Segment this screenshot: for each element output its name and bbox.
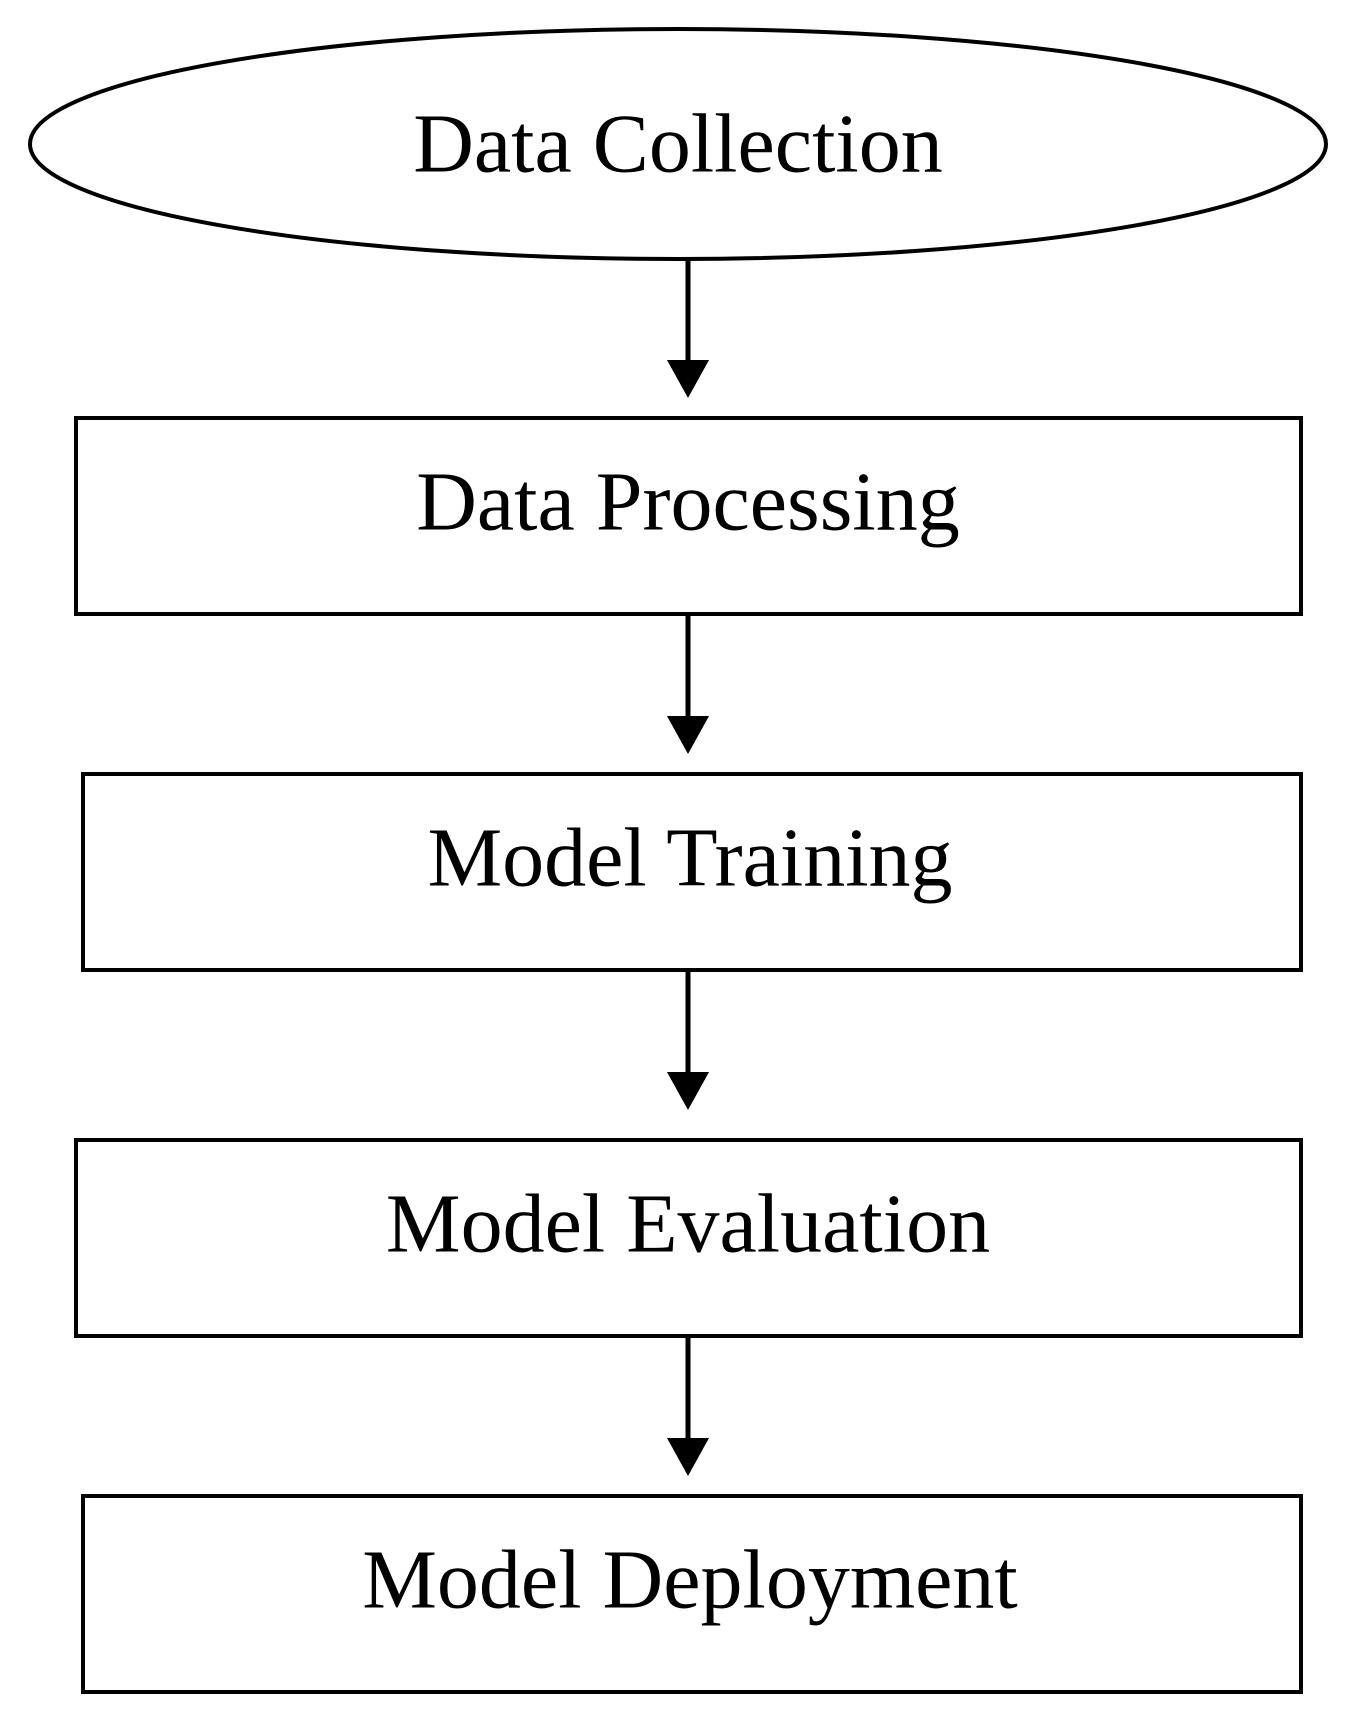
node-data-processing-label: Data Processing bbox=[416, 456, 960, 549]
edge-collection-to-processing bbox=[667, 260, 709, 398]
node-model-training-label: Model Training bbox=[427, 812, 952, 905]
arrowhead-down-icon bbox=[667, 360, 709, 398]
node-data-processing: Data Processing bbox=[74, 416, 1303, 616]
node-model-deployment-label: Model Deployment bbox=[362, 1534, 1018, 1627]
arrowhead-down-icon bbox=[667, 1438, 709, 1476]
node-model-deployment: Model Deployment bbox=[81, 1494, 1303, 1694]
arrowhead-down-icon bbox=[667, 1072, 709, 1110]
node-data-collection: Data Collection bbox=[28, 27, 1328, 261]
edge-processing-to-training bbox=[667, 614, 709, 754]
node-data-collection-label: Data Collection bbox=[413, 98, 943, 191]
node-model-evaluation: Model Evaluation bbox=[74, 1138, 1303, 1338]
node-model-evaluation-label: Model Evaluation bbox=[386, 1178, 990, 1271]
node-data-collection-shape bbox=[28, 27, 1328, 261]
node-model-training-shape bbox=[81, 772, 1303, 972]
edge-evaluation-to-deployment bbox=[667, 1336, 709, 1476]
node-model-training: Model Training bbox=[81, 772, 1303, 972]
arrowhead-down-icon bbox=[667, 716, 709, 754]
node-model-deployment-shape bbox=[81, 1494, 1303, 1694]
edge-training-to-evaluation bbox=[667, 970, 709, 1110]
